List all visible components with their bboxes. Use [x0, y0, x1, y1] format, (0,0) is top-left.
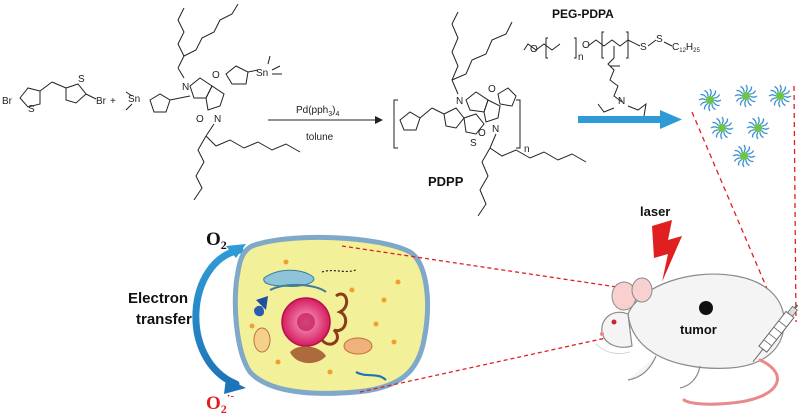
- nanoparticle-icon: [768, 84, 792, 108]
- n-atom-product-bottom: N: [492, 124, 499, 135]
- svg-text:S: S: [656, 34, 663, 45]
- curved-arrow: [192, 246, 244, 388]
- sn-right-label: Sn: [256, 68, 268, 79]
- injection-dash-right: [793, 85, 797, 323]
- sn-left-label: Sn: [128, 94, 140, 105]
- mouse-icon: tumor: [595, 273, 785, 406]
- nanoparticle-icon: [732, 144, 756, 168]
- assembly-arrow: [578, 110, 682, 129]
- br-left-label: Br: [2, 96, 13, 107]
- o-atom-product-bottom: O: [478, 128, 486, 139]
- n-atom-product-top: N: [456, 96, 463, 107]
- reactant-dpp-stannyl: N O O N Sn Sn: [125, 3, 301, 201]
- svg-text:Pd(pph3)4: Pd(pph3)4: [296, 105, 340, 118]
- nanoparticle-cluster: [698, 84, 792, 168]
- o-atom-bottom: O: [196, 114, 204, 125]
- svg-text:O: O: [582, 40, 590, 51]
- zoom-line-top: [341, 245, 705, 301]
- product-pdpp: n S N O O N PDPP: [393, 11, 587, 217]
- solvent-label: tolune: [306, 132, 334, 143]
- laser-label: laser: [640, 204, 670, 219]
- repeat-n: n: [524, 144, 530, 155]
- s-atom-2: S: [78, 74, 85, 85]
- o-atom-product-top: O: [488, 84, 496, 95]
- svg-text:S: S: [640, 42, 647, 53]
- peg-pdpa-label: PEG-PDPA: [552, 7, 614, 21]
- s-atom-1: S: [28, 104, 35, 115]
- nanoparticle-icon: [746, 116, 770, 140]
- s-atom-product: S: [470, 138, 477, 149]
- o-atom-top: O: [212, 70, 220, 81]
- electron-transfer-cycle: O2 Electron transfer O2·-: [128, 229, 246, 414]
- plus-sign: +: [110, 96, 116, 107]
- nanoparticle-icon: [734, 84, 758, 108]
- pdpp-label: PDPP: [428, 174, 464, 189]
- transfer-label: transfer: [136, 311, 192, 328]
- o2-top-label: O2: [206, 229, 227, 252]
- syringe-icon: [752, 304, 799, 363]
- electron-label: Electron: [128, 290, 188, 307]
- laser-group: laser: [640, 204, 682, 282]
- nanoparticle-icon: [710, 116, 734, 140]
- svg-text:n: n: [578, 52, 584, 63]
- tumor-dot: [699, 301, 713, 315]
- o2-radical-label: O2·-: [206, 390, 234, 414]
- polymer-peg-pdpa: O n O S S C12H25 N PEG-PDPA: [523, 7, 700, 117]
- n-atom-bottom: N: [214, 114, 221, 125]
- svg-text:O: O: [530, 44, 538, 55]
- svg-text:N: N: [618, 96, 625, 107]
- br-right-label: Br: [96, 96, 107, 107]
- nanoparticle-icon: [698, 88, 722, 112]
- cell-icon: [232, 234, 431, 396]
- reaction-arrow: Pd(pph3)4 tolune: [268, 105, 383, 143]
- catalyst-main: Pd(pph: [296, 105, 328, 116]
- lightning-icon: [652, 220, 682, 282]
- reactant-dibromo: Br S S Br: [2, 74, 107, 115]
- svg-text:C12H25: C12H25: [672, 42, 700, 54]
- tumor-label: tumor: [680, 322, 717, 337]
- n-atom-top: N: [182, 82, 189, 93]
